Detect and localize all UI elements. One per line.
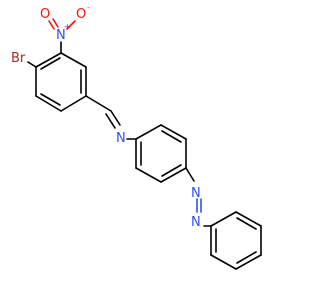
ring-a xyxy=(35,52,87,112)
bond xyxy=(40,57,61,70)
bond xyxy=(160,167,187,183)
bond xyxy=(52,18,59,28)
bond xyxy=(236,251,257,264)
bond xyxy=(60,95,87,112)
bond xyxy=(66,20,76,30)
nitro-minus-charge: - xyxy=(87,3,90,12)
bond xyxy=(48,20,55,30)
bond xyxy=(35,95,62,112)
nitro-oxygen-double-label: O xyxy=(40,7,50,22)
bond xyxy=(27,61,37,68)
bond xyxy=(40,93,61,106)
bond xyxy=(210,254,237,270)
bond xyxy=(185,167,195,182)
azo-nitrogen-1-label: N xyxy=(191,186,201,201)
bond xyxy=(85,95,112,112)
bond xyxy=(235,254,262,270)
bond xyxy=(135,124,162,140)
bond xyxy=(236,217,257,230)
bond xyxy=(235,211,262,227)
bond xyxy=(161,164,182,177)
bond xyxy=(105,113,116,129)
bond xyxy=(160,124,187,140)
ring-c xyxy=(210,211,262,270)
bromine-label: Br xyxy=(11,51,26,66)
bond xyxy=(161,130,182,143)
bond xyxy=(60,52,87,68)
imine-nitrogen-label: N xyxy=(116,131,126,146)
nitro-nitrogen-label: N xyxy=(56,28,66,43)
ring-b xyxy=(135,124,187,183)
nitro-oxygen-single-label: O xyxy=(76,7,86,22)
azo-nitrogen-2-label: N xyxy=(191,215,201,230)
molecule-structure: Br N + O O - N N N xyxy=(11,3,262,270)
bond xyxy=(35,52,62,68)
bond xyxy=(110,110,121,126)
bond xyxy=(135,167,162,183)
nitro-plus-charge: + xyxy=(64,22,71,31)
bond xyxy=(210,211,237,227)
